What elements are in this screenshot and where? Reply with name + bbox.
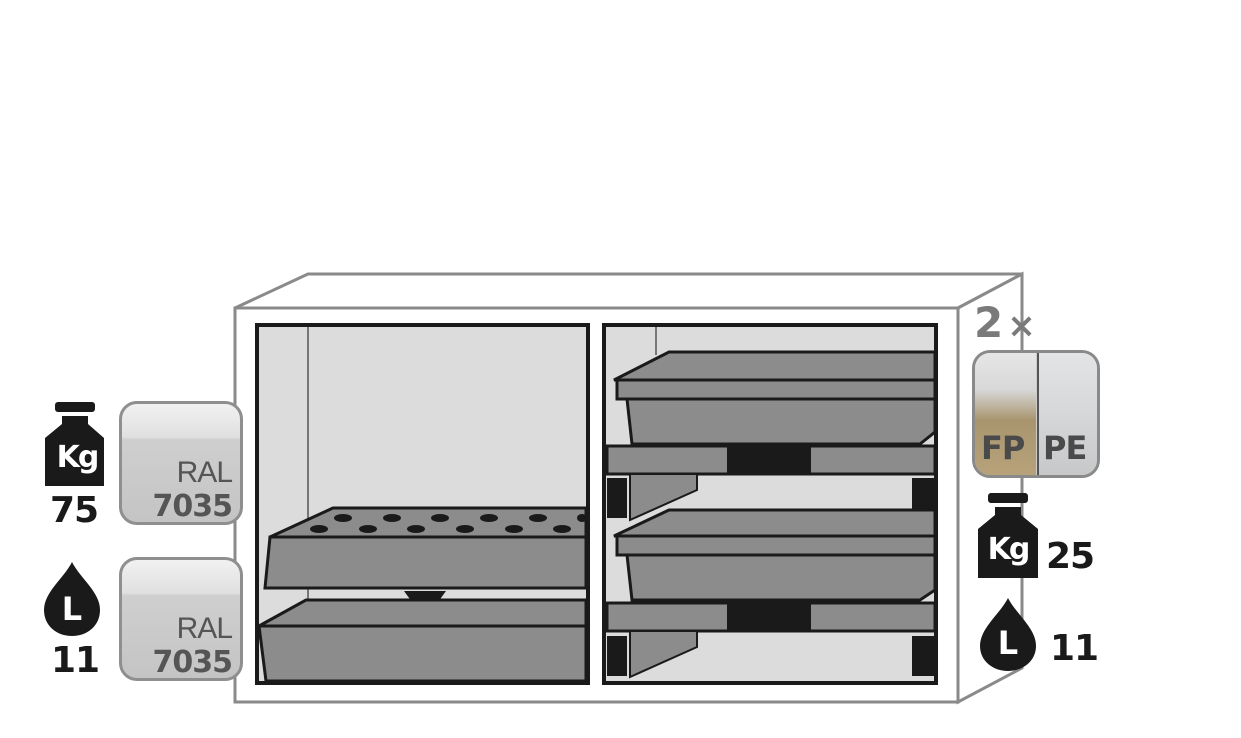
left-volume-icon-label: L xyxy=(61,590,83,628)
fp-swatch xyxy=(975,353,1036,475)
right-compartment xyxy=(602,323,938,685)
material-badge: FP PE xyxy=(972,350,1100,478)
right-volume-value: 11 xyxy=(1050,628,1099,669)
ral-color-badge: RAL 7035 xyxy=(119,557,243,681)
quantity-label: 2× xyxy=(974,298,1036,347)
left-weight-value: 75 xyxy=(50,490,99,531)
material-fp-label: FP xyxy=(981,429,1025,467)
ral-code: 7035 xyxy=(152,645,233,680)
multiply-icon: × xyxy=(1007,306,1036,346)
drop-icon xyxy=(44,562,100,636)
ral-code: 7035 xyxy=(152,489,233,524)
left-compartment xyxy=(255,323,590,685)
ral-color-badge: RAL 7035 xyxy=(119,401,243,525)
material-pe-label: PE xyxy=(1043,429,1087,467)
right-weight-icon-label: Kg xyxy=(987,532,1031,567)
ral-label: RAL xyxy=(176,456,233,489)
left-volume-value: 11 xyxy=(51,640,100,681)
drop-icon xyxy=(980,598,1036,671)
right-volume-icon-label: L xyxy=(997,624,1019,662)
weight-icon xyxy=(978,493,1038,578)
quantity-value: 2 xyxy=(974,298,1004,347)
weight-icon xyxy=(45,402,104,486)
left-weight-icon-label: Kg xyxy=(56,440,100,475)
ral-label: RAL xyxy=(176,612,233,645)
pe-swatch xyxy=(1037,353,1097,475)
right-weight-value: 25 xyxy=(1046,536,1095,577)
